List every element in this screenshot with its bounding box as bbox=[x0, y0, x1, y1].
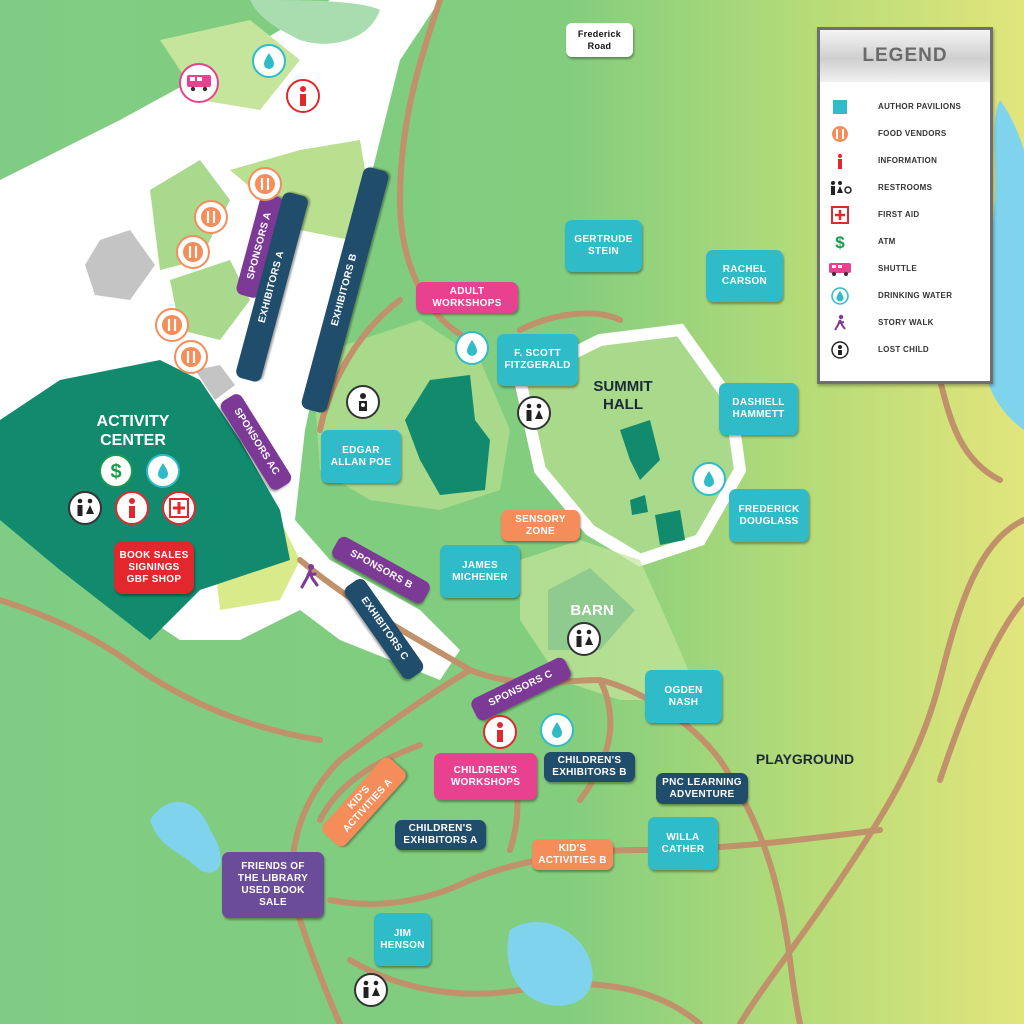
food-vendor-icon bbox=[820, 125, 860, 143]
pavilion-james-michener[interactable]: JAMES MICHENER bbox=[440, 545, 520, 598]
svg-text:$: $ bbox=[110, 461, 121, 482]
legend-item-restrooms: RESTROOMS bbox=[820, 174, 990, 201]
drinking-water-icon[interactable] bbox=[540, 713, 574, 747]
venue-childrens-exhibitors-a[interactable]: CHILDREN'S EXHIBITORS A bbox=[395, 820, 486, 850]
author-pavilion-icon bbox=[820, 99, 860, 115]
story-walk-icon[interactable] bbox=[297, 563, 321, 589]
food-vendor-icon[interactable] bbox=[194, 200, 228, 234]
legend-title: LEGEND bbox=[820, 30, 990, 82]
lake-east bbox=[983, 100, 1024, 430]
information-icon bbox=[820, 152, 860, 170]
food-vendor-icon[interactable] bbox=[174, 340, 208, 374]
drinking-water-icon bbox=[820, 286, 860, 305]
pavilion-rachel-carson[interactable]: RACHEL CARSON bbox=[706, 250, 783, 302]
venue-friends-of-the-library[interactable]: FRIENDS OF THE LIBRARY USED BOOK SALE bbox=[222, 852, 324, 918]
pavilion-f-scott-fitzgerald[interactable]: F. SCOTT FITZGERALD bbox=[497, 334, 578, 386]
legend-item-first-aid: FIRST AID bbox=[820, 201, 990, 228]
drinking-water-icon[interactable] bbox=[146, 454, 180, 488]
pavilion-edgar-allan-poe[interactable]: EDGAR ALLAN POE bbox=[321, 430, 401, 483]
venue-sensory-zone[interactable]: SENSORY ZONE bbox=[501, 510, 580, 541]
information-icon[interactable] bbox=[286, 79, 320, 113]
lost-child-icon[interactable] bbox=[346, 385, 380, 419]
food-vendor-icon[interactable] bbox=[248, 167, 282, 201]
legend-item-story-walk: STORY WALK bbox=[820, 309, 990, 336]
venue-pnc-learning-adventure[interactable]: PNC LEARNING ADVENTURE bbox=[656, 773, 748, 804]
venue-childrens-exhibitors-b[interactable]: CHILDREN'S EXHIBITORS B bbox=[544, 752, 635, 782]
barn-label: BARN bbox=[570, 602, 614, 619]
pavilion-dashiell-hammett[interactable]: DASHIELL HAMMETT bbox=[719, 383, 798, 435]
legend-item-information: INFORMATION bbox=[820, 147, 990, 174]
restroom-icon bbox=[820, 180, 860, 196]
drinking-water-icon[interactable] bbox=[455, 331, 489, 365]
drinking-water-icon[interactable] bbox=[692, 462, 726, 496]
pavilion-gertrude-stein[interactable]: GERTRUDE STEIN bbox=[565, 220, 642, 272]
legend-item-atm: $ ATM bbox=[820, 228, 990, 255]
atm-icon: $ bbox=[820, 233, 860, 251]
restroom-icon[interactable] bbox=[354, 973, 388, 1007]
pond-west bbox=[150, 801, 221, 873]
restroom-icon[interactable] bbox=[567, 622, 601, 656]
pavilion-ogden-nash[interactable]: OGDEN NASH bbox=[645, 670, 722, 723]
restroom-icon[interactable] bbox=[517, 396, 551, 430]
legend-panel: LEGEND AUTHOR PAVILIONS FOOD VENDORS INF… bbox=[817, 27, 993, 384]
lost-child-icon bbox=[820, 340, 860, 359]
road-label: Frederick Road bbox=[566, 23, 633, 57]
food-vendor-icon[interactable] bbox=[155, 308, 189, 342]
playground-label: PLAYGROUND bbox=[755, 751, 855, 767]
venue-adult-workshops[interactable]: ADULT WORKSHOPS bbox=[416, 282, 518, 313]
information-icon[interactable] bbox=[115, 491, 149, 525]
pavilion-frederick-douglass[interactable]: FREDERICK DOUGLASS bbox=[729, 489, 809, 542]
story-walk-icon bbox=[820, 314, 860, 332]
legend-item-author-pavilions: AUTHOR PAVILIONS bbox=[820, 93, 990, 120]
svg-text:$: $ bbox=[835, 233, 845, 251]
venue-book-sales[interactable]: BOOK SALES SIGNINGS GBF SHOP bbox=[114, 541, 194, 594]
pavilion-willa-cather[interactable]: WILLA CATHER bbox=[648, 817, 718, 870]
legend-item-shuttle: SHUTTLE bbox=[820, 255, 990, 282]
information-icon[interactable] bbox=[483, 715, 517, 749]
restroom-icon[interactable] bbox=[68, 491, 102, 525]
first-aid-icon[interactable] bbox=[162, 491, 196, 525]
atm-icon[interactable]: $ bbox=[99, 454, 133, 488]
legend-item-food-vendors: FOOD VENDORS bbox=[820, 120, 990, 147]
activity-center-label: ACTIVITY CENTER bbox=[96, 413, 170, 449]
pavilion-jim-henson[interactable]: JIM HENSON bbox=[374, 913, 431, 966]
venue-kids-activities-b[interactable]: KID'S ACTIVITIES B bbox=[532, 839, 613, 870]
pond-south bbox=[507, 921, 593, 1006]
summit-hall-label: SUMMIT HALL bbox=[593, 378, 653, 413]
food-vendor-icon[interactable] bbox=[176, 235, 210, 269]
first-aid-icon bbox=[820, 205, 860, 224]
shuttle-icon bbox=[820, 262, 860, 276]
legend-item-lost-child: LOST CHILD bbox=[820, 336, 990, 363]
shuttle-icon[interactable] bbox=[179, 63, 219, 103]
venue-childrens-workshops[interactable]: CHILDREN'S WORKSHOPS bbox=[434, 753, 537, 800]
drinking-water-icon[interactable] bbox=[252, 44, 286, 78]
legend-item-drinking-water: DRINKING WATER bbox=[820, 282, 990, 309]
